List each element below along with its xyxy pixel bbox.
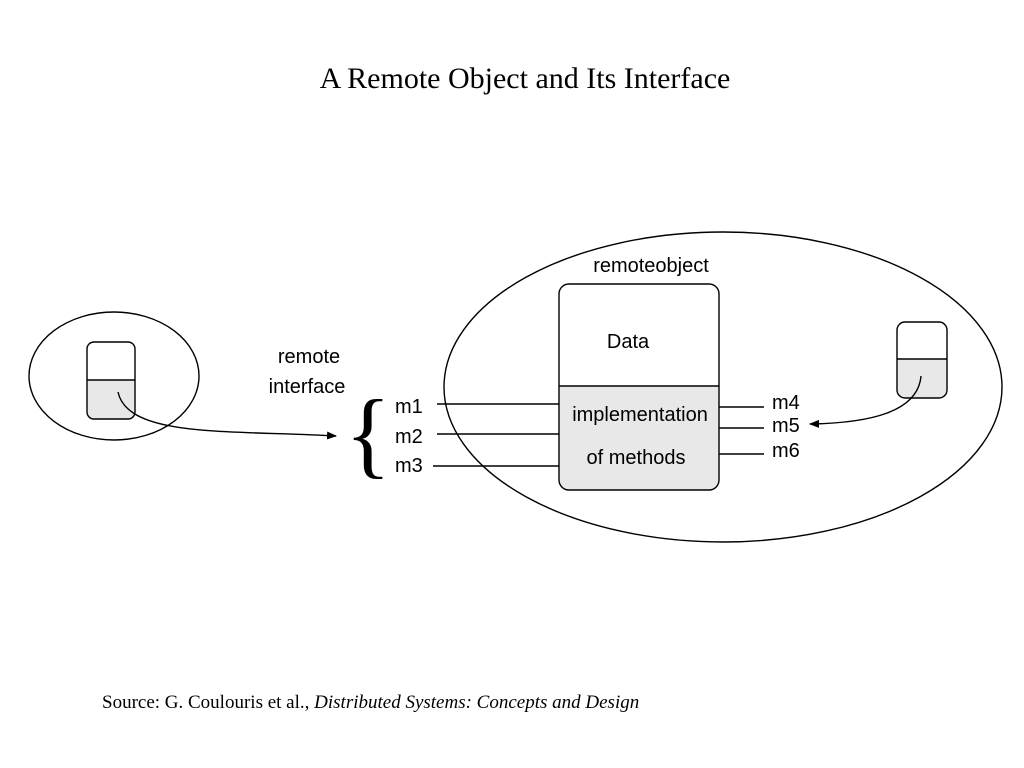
- client-process-ellipse: [28, 311, 200, 441]
- server-process-ellipse: [443, 231, 1003, 543]
- remote-object-label: remoteobject: [593, 255, 709, 277]
- remote-interface-label-line1: remote: [278, 346, 340, 368]
- source-prefix: Source: G. Coulouris et al.,: [102, 692, 314, 713]
- client-object: [86, 341, 136, 420]
- method-label-m2: m2: [395, 426, 423, 448]
- interface-brace: {: [345, 380, 391, 487]
- implementation-label: implementation: [572, 404, 708, 426]
- method-label-m5: m5: [772, 415, 800, 437]
- method-label-m3: m3: [395, 455, 423, 477]
- method-label-m6: m6: [772, 440, 800, 462]
- remote-interface-label-line2: interface: [269, 376, 346, 398]
- invocation-arrow-left: [117, 391, 337, 440]
- of-methods-label: of methods: [587, 447, 686, 469]
- source-book-title: Distributed Systems: Concepts and Design: [313, 692, 639, 713]
- page-title: A Remote Object and Its Interface: [320, 62, 731, 95]
- source-caption: Source: G. Coulouris et al., Distributed…: [102, 692, 639, 713]
- remote-object-box: [558, 283, 720, 491]
- data-label: Data: [607, 331, 650, 353]
- invocation-arrow-right: [809, 375, 922, 428]
- method-label-m4: m4: [772, 392, 800, 414]
- local-object: [896, 321, 948, 399]
- method-label-m1: m1: [395, 396, 423, 418]
